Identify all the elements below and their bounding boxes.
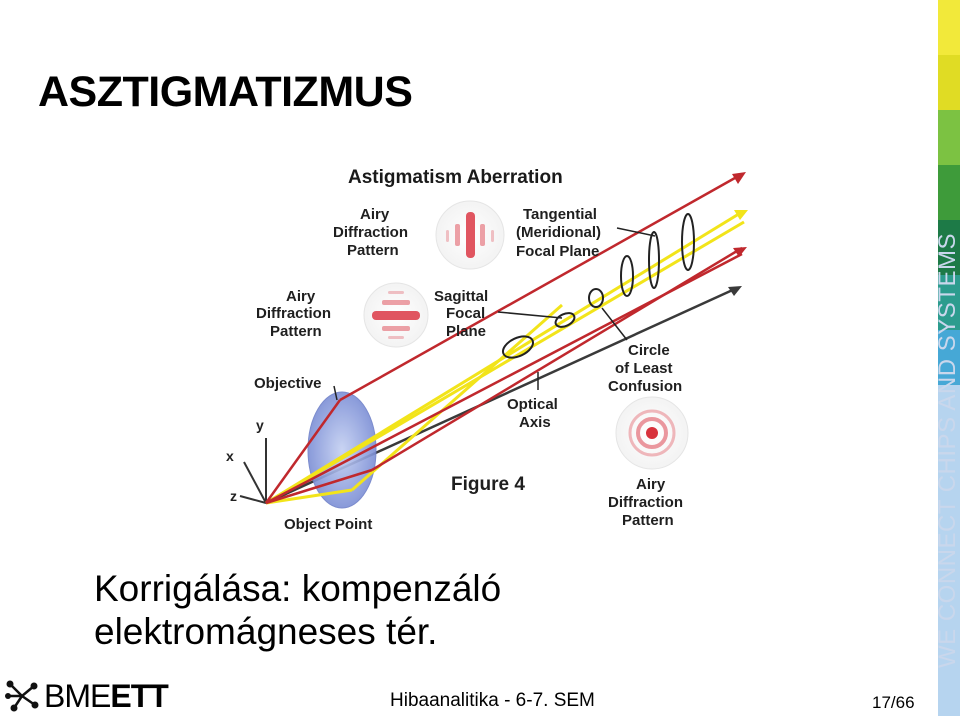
circuit-logo-icon	[5, 680, 39, 712]
axis-z-label: z	[230, 488, 237, 504]
bar-seg-2	[938, 55, 960, 110]
astigmatism-figure: Astigmatism Aberration y x z	[222, 150, 782, 550]
label-circle-3: Confusion	[608, 378, 682, 395]
red-arrowhead-bottom	[733, 247, 747, 257]
logo-text-bold: ETT	[110, 677, 168, 714]
bar-seg-5	[938, 220, 960, 275]
airy-pattern-bottom-image	[628, 409, 676, 457]
sidebar-color-bar	[938, 0, 960, 716]
label-optical-axis-1: Optical	[507, 396, 558, 413]
label-airy-bottom-3: Pattern	[622, 512, 674, 529]
figure-title: Astigmatism Aberration	[348, 167, 563, 188]
figure-caption: Figure 4	[451, 474, 525, 495]
coordinate-axes	[239, 438, 267, 504]
bar-seg-7	[938, 330, 960, 385]
bar-seg-4	[938, 165, 960, 220]
sidebar-vertical-text: WE CONNECT CHIPS AND SYSTEMS	[934, 233, 960, 668]
label-optical-axis-2: Axis	[519, 414, 551, 431]
label-tangential-2: (Meridional)	[516, 224, 601, 241]
axis-y-label: y	[256, 417, 264, 433]
bar-seg-1	[938, 0, 960, 55]
footer-course-title: Hibaanalitika - 6-7. SEM	[390, 690, 595, 711]
label-airy-bottom-1: Airy	[636, 476, 666, 493]
bar-seg-8	[938, 385, 960, 716]
logo-text-plain: BME	[44, 677, 111, 714]
label-sagittal-2: Focal	[446, 305, 485, 322]
focal-plane-ellipses	[502, 213, 695, 359]
footer-logo: BMEETT	[4, 677, 169, 715]
optical-axis-arrowhead	[728, 286, 742, 296]
label-airy-left-1: Airy	[286, 288, 316, 305]
airy-pattern-top-image	[446, 212, 494, 258]
leader-lines	[333, 227, 656, 401]
body-line-2: elektromágneses tér.	[94, 611, 438, 652]
label-airy-left-3: Pattern	[270, 323, 322, 340]
bar-seg-3	[938, 110, 960, 165]
logo-text: BMEETT	[44, 677, 169, 715]
slide-title: ASZTIGMATIZMUS	[38, 68, 413, 116]
label-airy-left-2: Diffraction	[256, 305, 331, 322]
axis-x-label: x	[226, 448, 234, 464]
label-circle-1: Circle	[628, 342, 670, 359]
label-object-point: Object Point	[284, 516, 372, 533]
page-number: 17/66	[872, 693, 915, 712]
label-airy-top-2: Diffraction	[333, 224, 408, 241]
label-tangential-3: Focal Plane	[516, 243, 599, 260]
label-circle-2: of Least	[615, 360, 673, 377]
bar-seg-6	[938, 275, 960, 330]
label-airy-bottom-2: Diffraction	[608, 494, 683, 511]
label-airy-top-1: Airy	[360, 206, 390, 223]
astigmatism-diagram: Astigmatism Aberration y x z	[226, 167, 748, 533]
red-rays	[264, 172, 743, 505]
red-arrowhead-top	[732, 172, 746, 184]
airy-pattern-bottom-core	[646, 427, 658, 439]
body-line-1: Korrigálása: kompenzáló	[94, 568, 502, 609]
label-objective: Objective	[254, 375, 322, 392]
yellow-arrowhead	[734, 210, 748, 220]
slide-body: Korrigálása: kompenzáló elektromágneses …	[94, 567, 501, 653]
airy-pattern-left-image	[372, 291, 420, 339]
label-airy-top-3: Pattern	[347, 242, 399, 259]
label-sagittal-3: Plane	[446, 323, 486, 340]
label-sagittal-1: Sagittal	[434, 288, 488, 305]
label-tangential-1: Tangential	[523, 206, 597, 223]
